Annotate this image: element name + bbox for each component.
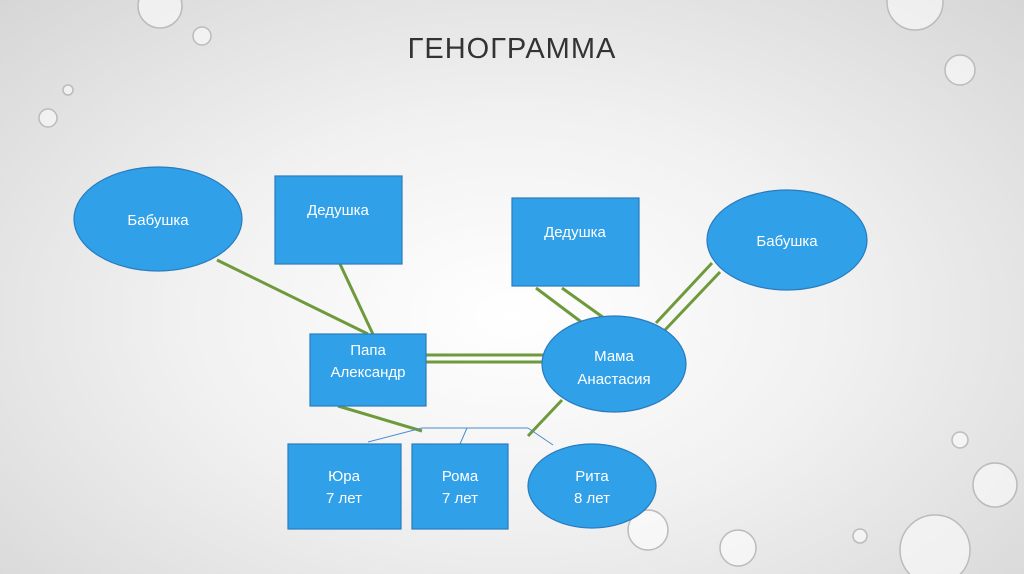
node-papa: Папа Александр (309, 333, 427, 407)
node-roma: Рома 7 лет (411, 443, 509, 530)
node-label: 8 лет (574, 490, 610, 507)
node-label: 7 лет (326, 490, 362, 507)
node-grandpa-right: Дедушка (511, 197, 640, 287)
node-label: Дедушка (544, 224, 606, 241)
node-label: Рита (575, 468, 609, 485)
node-label: Дедушка (307, 202, 369, 219)
node-yura: Юра 7 лет (287, 443, 402, 530)
node-label: Бабушка (756, 233, 818, 250)
node-label: Бабушка (127, 212, 189, 229)
node-label: Юра (328, 468, 360, 485)
node-grandma-left: Бабушка (73, 166, 243, 272)
node-mama: Мама Анастасия (541, 315, 687, 413)
node-rita: Рита 8 лет (527, 443, 657, 529)
decorative-bubbles (38, 0, 1018, 574)
page-title: ГЕНОГРАММА (408, 33, 617, 65)
node-label: 7 лет (442, 490, 478, 507)
node-label: Рома (442, 468, 479, 485)
node-label: Анастасия (577, 371, 650, 388)
node-label: Мама (594, 348, 634, 365)
node-grandma-right: Бабушка (706, 189, 868, 291)
relationship-lines (216, 258, 722, 446)
node-label: Александр (330, 364, 405, 381)
node-label: Папа (350, 342, 386, 359)
node-grandpa-left: Дедушка (274, 175, 403, 265)
